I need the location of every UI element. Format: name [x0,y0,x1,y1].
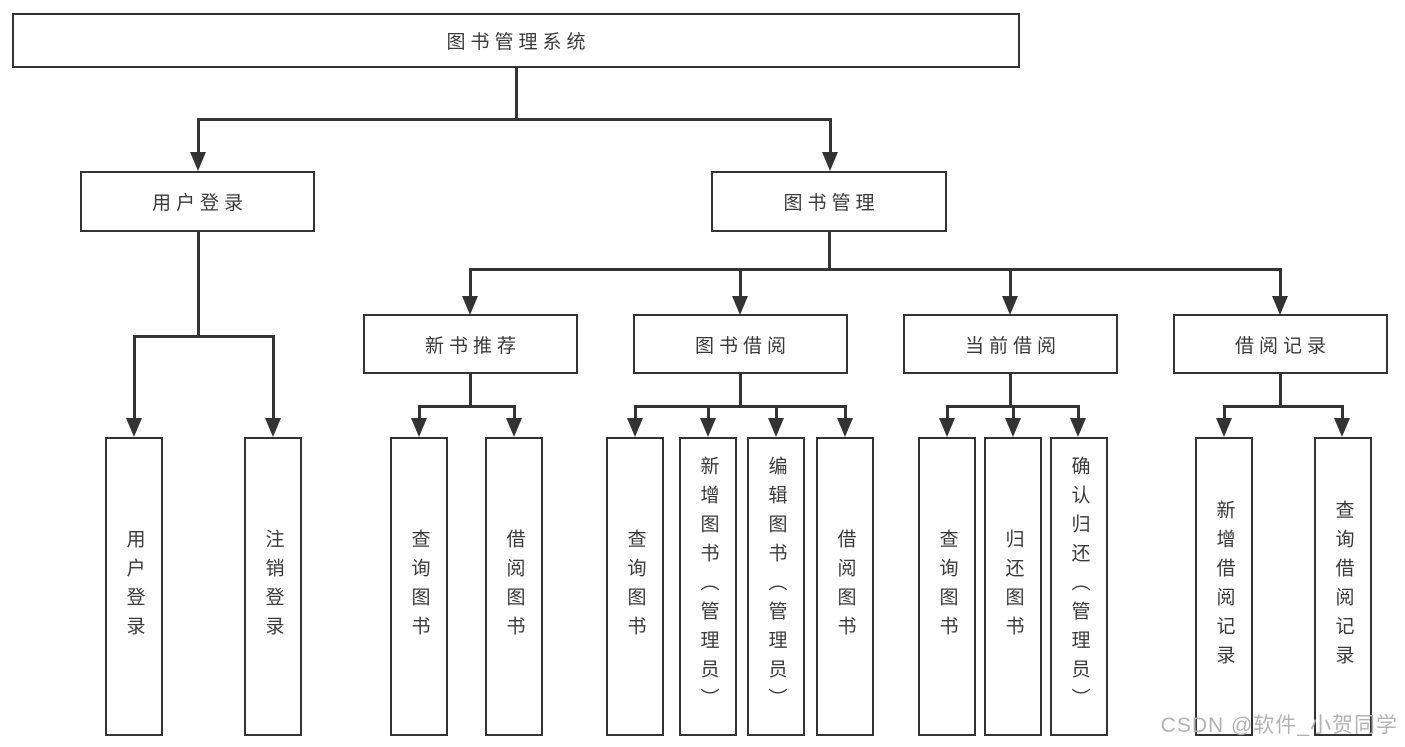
arrow-down-icon [411,418,427,437]
arrow-down-icon [190,152,206,171]
connector [469,374,472,408]
connector [469,268,472,298]
connector [1223,405,1344,408]
connector [133,335,275,338]
connector [1223,405,1226,422]
arrow-down-icon [1334,418,1350,437]
connector [1009,268,1012,298]
connector [1341,405,1344,422]
leaf-user-login: 用户登录 [105,437,163,736]
connector [133,335,136,420]
arrow-down-icon [126,418,142,437]
connector [515,68,518,120]
connector [844,405,847,422]
connector [1009,374,1012,408]
connector [1279,374,1282,408]
connector [272,335,275,420]
arrow-down-icon [627,418,643,437]
leaf-query-books-borrow: 查询图书 [606,437,664,736]
leaf-borrow-books-borrow: 借阅图书 [816,437,874,736]
connector [707,405,710,422]
node-new-book-recommend: 新书推荐 [363,314,578,374]
node-book-borrow: 图书借阅 [633,314,848,374]
arrow-down-icon [1002,296,1018,315]
leaf-query-borrow-record: 查询借阅记录 [1314,437,1372,736]
connector [775,405,778,422]
arrow-down-icon [1005,418,1021,437]
connector [946,405,949,422]
connector [1077,405,1080,422]
connector [1012,405,1015,422]
connector [634,405,846,408]
leaf-edit-book-admin: 编辑图书（管理员） [747,437,805,736]
connector [634,405,637,422]
arrow-down-icon [939,418,955,437]
arrow-down-icon [732,296,748,315]
node-book-management: 图书管理 [711,171,947,232]
leaf-query-books-current: 查询图书 [918,437,976,736]
leaf-add-book-admin: 新增图书（管理员） [679,437,737,736]
watermark: CSDN @软件_小贺同学 [1160,714,1398,737]
node-current-borrow: 当前借阅 [903,314,1118,374]
arrow-down-icon [1070,418,1086,437]
leaf-query-books-recommend: 查询图书 [390,437,448,736]
leaf-confirm-return-admin: 确认归还（管理员） [1050,437,1108,736]
connector [418,405,421,422]
arrow-down-icon [837,418,853,437]
connector [739,268,742,298]
connector [1279,268,1282,298]
arrow-down-icon [462,296,478,315]
arrow-down-icon [506,418,522,437]
arrow-down-icon [700,418,716,437]
leaf-logout: 注销登录 [244,437,302,736]
arrow-down-icon [1216,418,1232,437]
leaf-borrow-books-recommend: 借阅图书 [485,437,543,736]
connector [197,232,200,338]
connector [739,374,742,408]
node-user-login: 用户登录 [80,171,315,232]
arrow-down-icon [1272,296,1288,315]
connector [418,405,515,408]
connector [197,118,200,155]
node-borrow-records: 借阅记录 [1173,314,1388,374]
arrow-down-icon [768,418,784,437]
connector [469,268,1282,271]
connector [513,405,516,422]
arrow-down-icon [265,418,281,437]
connector [829,118,832,155]
connector [197,118,832,121]
arrow-down-icon [822,152,838,171]
node-library-system: 图书管理系统 [12,13,1020,68]
leaf-add-borrow-record: 新增借阅记录 [1195,437,1253,736]
connector [828,232,831,271]
leaf-return-book: 归还图书 [984,437,1042,736]
